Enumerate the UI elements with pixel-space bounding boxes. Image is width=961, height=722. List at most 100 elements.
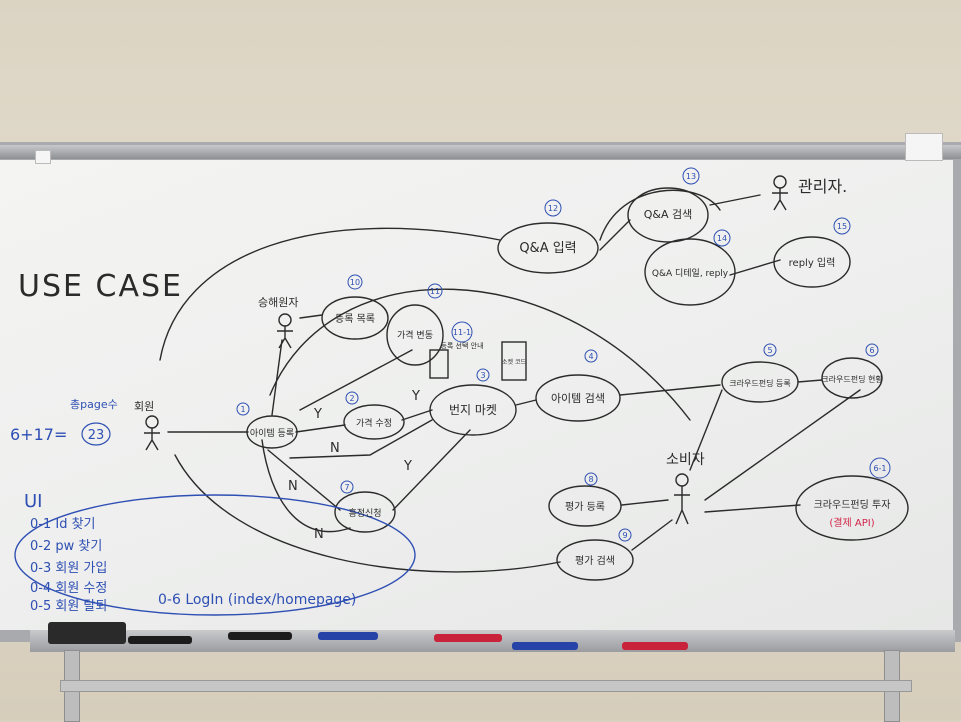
uc-label-5: 크라우드펀딩 등록 (729, 378, 790, 388)
uc-label-8: 평가 등록 (565, 501, 605, 513)
conn-buyer-eval (621, 499, 669, 506)
conn-item-fluct (299, 349, 413, 411)
marker-red-2[interactable] (622, 642, 688, 650)
uc-num-6: 6 (869, 346, 874, 355)
edge-y-2: Y (411, 389, 420, 404)
uc-label-4: 아이템 검색 (551, 392, 605, 405)
uc-num-15: 15 (837, 222, 847, 231)
stand-crossbar (60, 680, 912, 692)
conn-fund-status (797, 379, 823, 383)
actor-member-label: 회원 (134, 400, 154, 413)
payment-api: (결제 API) (829, 517, 874, 529)
uc-label-3: 번지 마켓 (449, 403, 497, 417)
marker-blue-2[interactable] (512, 642, 578, 650)
uc-fund-status (821, 357, 883, 399)
uc-label-9: 평가 검색 (575, 555, 615, 567)
page-count-circle (81, 422, 111, 446)
conn-q14-reply (729, 259, 781, 276)
uc-label-6: 크라우드펀딩 현황 (821, 374, 883, 384)
conn-qa-admin (599, 219, 631, 251)
uc-label-10: 등록 목록 (335, 313, 375, 325)
uc-num-5: 5 (767, 346, 772, 355)
uc-num-11: 11 (430, 287, 440, 296)
uc-num-7: 7 (344, 483, 349, 492)
board-title: USE CASE (18, 269, 183, 304)
uc-fund-register (721, 361, 799, 403)
actor-admin-label: 관리자. (798, 177, 847, 196)
edge-n-2: N (288, 479, 298, 494)
conn-price-bunji-n (289, 419, 433, 459)
actor-buyer-figure (674, 473, 690, 525)
conn-search-buyer (619, 384, 721, 396)
ui-title: UI (24, 491, 42, 512)
uc-qa-input (497, 222, 599, 274)
uc-num-13: 13 (686, 172, 696, 181)
conn-q13-admin (709, 194, 761, 206)
eraser[interactable] (48, 622, 126, 644)
actor-member-figure (144, 415, 160, 451)
uc-num-6-1: 6-1 (873, 464, 886, 473)
marker-black-2[interactable] (228, 632, 292, 640)
conn-item-haggle (267, 449, 341, 511)
marker-black-1[interactable] (128, 636, 192, 644)
edge-y-1: Y (313, 407, 322, 422)
uc-num-12: 12 (548, 204, 558, 213)
conn-seller-list (299, 314, 323, 319)
uc-num-3: 3 (480, 371, 485, 380)
conn-item-seller (271, 339, 283, 416)
uc-reply-input (773, 236, 851, 288)
uc-label-14: Q&A 디테일, reply (652, 268, 729, 279)
page-count-total: 23 (88, 428, 105, 443)
conn-haggle-bunji (392, 429, 471, 511)
arc-q13 (599, 189, 721, 241)
ui-item-0-3: 0-3 회원 가입 (30, 561, 107, 576)
edge-y-3: Y (403, 459, 412, 474)
magnet-left (35, 150, 51, 164)
uc-eval-search (556, 539, 634, 581)
conn-buyer-status (704, 389, 861, 501)
marker-blue-1[interactable] (318, 632, 378, 640)
uc-label-15: reply 입력 (789, 256, 836, 269)
arc-left (159, 227, 501, 361)
uc-fund-invest (795, 475, 909, 541)
uc-label-1: 아이템 등록 (250, 427, 294, 439)
uc-label-6-1: 크라우드펀딩 투자 (814, 499, 891, 511)
ui-item-0-5: 0-5 회원 탈퇴 (30, 599, 107, 614)
uc-price-fluct (386, 304, 444, 366)
ui-item-0-4: 0-4 회원 수정 (30, 581, 107, 596)
uc-num-8: 8 (588, 475, 593, 484)
uc-qa-detail (644, 238, 736, 306)
uc-label-12: Q&A 입력 (519, 241, 576, 256)
ui-item-0-2: 0-2 pw 찾기 (30, 539, 102, 554)
uc-label-2: 가격 수정 (356, 417, 392, 429)
uc-bunji-market (429, 384, 517, 436)
uc-qa-search (627, 187, 709, 243)
actor-buyer-label: 소비자 (666, 452, 705, 468)
actor-seller-figure (277, 313, 293, 349)
uc-item-search (535, 374, 621, 422)
uc-label-11: 가격 변동 (397, 329, 433, 341)
marker-red-1[interactable] (434, 634, 502, 642)
actor-seller-label: 승해원자 (258, 295, 298, 309)
conn-buyer-fundreg (689, 389, 723, 471)
conn-buyer-fund (704, 504, 801, 513)
uc-label-7: 흥정신청 (348, 507, 381, 519)
note-box-text: 소켓 코드 (502, 358, 526, 366)
conn-haggle-loop (261, 439, 351, 533)
uc-num-10: 10 (350, 278, 360, 287)
conn-item-price (295, 424, 346, 433)
note-box-2 (429, 349, 449, 379)
uc-num-4: 4 (588, 352, 593, 361)
ui-item-0-1: 0-1 Id 찾기 (30, 517, 96, 532)
arc-bottom (174, 454, 561, 573)
top-rail (0, 145, 961, 159)
ui-login-loop (14, 494, 416, 616)
edge-n-3: N (314, 527, 324, 542)
ui-login: 0-6 LogIn (index/homepage) (158, 592, 356, 608)
conn-price-bunji (401, 409, 433, 421)
actor-admin-figure (772, 175, 788, 211)
uc-label-11-1: 등록 선택 안내 (440, 341, 483, 350)
whiteboard (0, 160, 953, 630)
magnet-right (905, 133, 943, 161)
